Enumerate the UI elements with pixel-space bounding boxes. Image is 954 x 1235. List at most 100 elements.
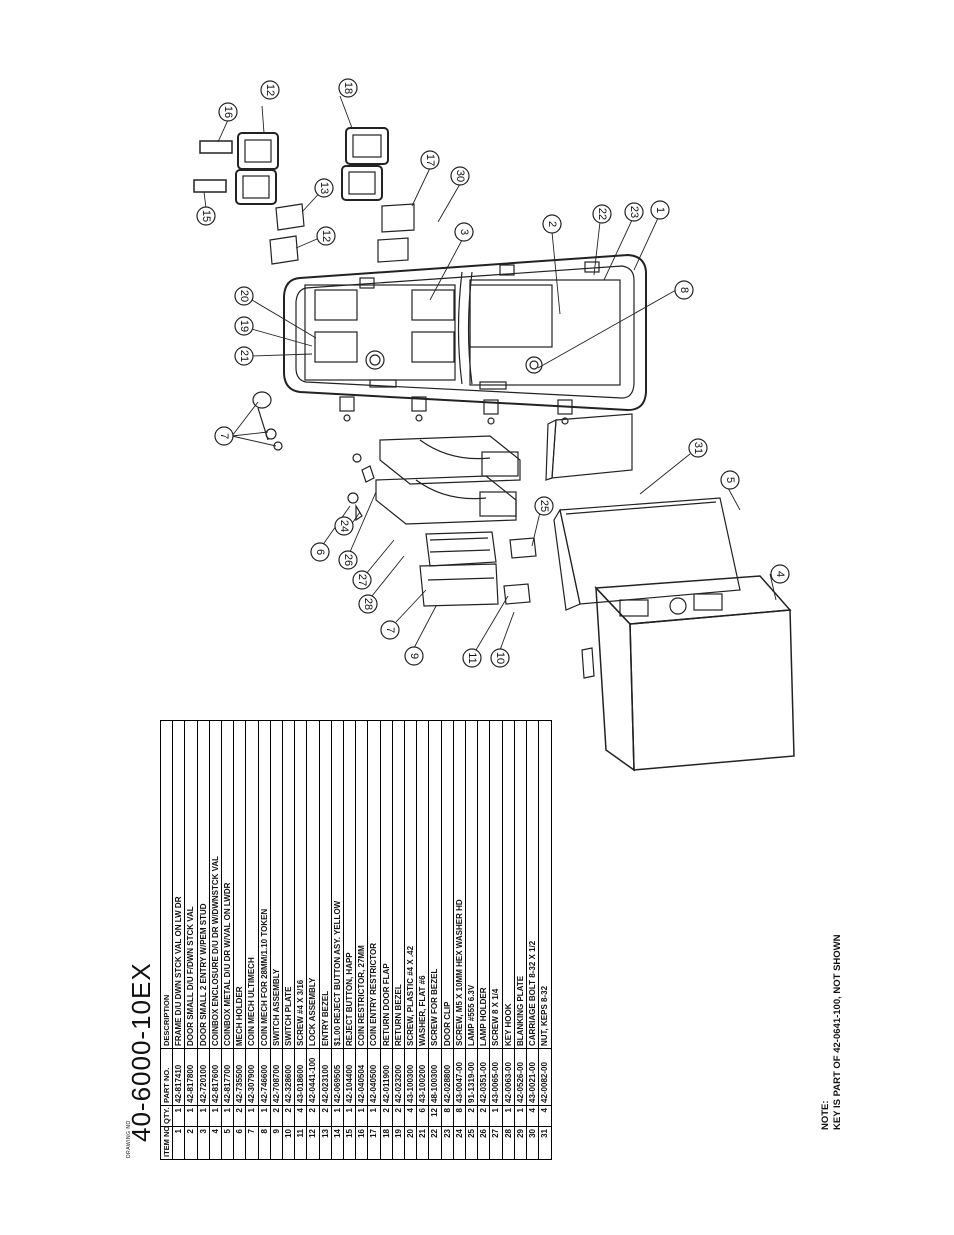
lamp-holders: [347, 453, 375, 522]
cell-description: DOOR CLIP: [441, 720, 454, 1049]
cell-item-no: 21: [416, 1126, 429, 1160]
cell-part-no: 42-104400: [343, 1048, 356, 1106]
callout-number: 12: [264, 84, 276, 96]
cell-qty: 1: [172, 1105, 185, 1127]
cell-description: COIN ENTRY RESTRICTOR: [367, 720, 381, 1049]
drawing-number: 40-6000-10EX: [126, 962, 156, 1142]
note-title: NOTE:: [820, 1100, 831, 1130]
callout-number: 30: [454, 170, 466, 182]
callout-number: 9: [408, 653, 420, 659]
cell-qty: 1: [367, 1105, 381, 1127]
cell-part-no: 42-040504: [355, 1048, 368, 1106]
cell-part-no: 48-100300: [428, 1048, 442, 1106]
cell-description: COIN MECH ULTIMECH: [245, 720, 259, 1049]
cell-qty: 8: [453, 1105, 466, 1127]
cell-item-no: 4: [209, 1126, 222, 1160]
cell-qty: 12: [428, 1105, 442, 1127]
cell-item-no: 10: [282, 1126, 295, 1160]
cell-qty: 4: [294, 1105, 307, 1127]
header-description: DESCRIPTION: [160, 720, 173, 1049]
callout-number: 24: [338, 520, 350, 532]
cell-item-no: 8: [258, 1126, 271, 1160]
cell-part-no: 42-0441-100: [306, 1048, 320, 1106]
cell-item-no: 16: [355, 1126, 368, 1160]
parts-table-header: ITEM NO. QTY. PART NO. DESCRIPTION: [160, 720, 173, 1160]
cell-description: REJECT BUTTON, HAPP: [343, 720, 356, 1049]
cell-description: SWITCH PLATE: [282, 720, 295, 1049]
callout-number: 19: [238, 320, 250, 332]
callout-number: 4: [774, 571, 786, 577]
header-part-no: PART NO.: [160, 1048, 173, 1106]
cell-part-no: 42-0063-00: [502, 1048, 515, 1106]
cell-description: MECH HOLDER: [233, 720, 246, 1049]
cell-description: CARRIAGE BOLT 8-32 X 1/2: [526, 720, 539, 1049]
cell-item-no: 28: [502, 1126, 515, 1160]
cell-part-no: 42-307900: [245, 1048, 259, 1106]
bezel-parts: [193, 127, 415, 265]
callout-number: 10: [494, 652, 506, 664]
cell-qty: 6: [416, 1105, 429, 1127]
callout-number: 1: [654, 207, 666, 213]
callout-number: 22: [596, 208, 608, 220]
cell-part-no: 42-817410: [172, 1048, 185, 1106]
cell-qty: 1: [245, 1105, 259, 1127]
mech-holders: [375, 435, 521, 525]
cell-item-no: 2: [184, 1126, 198, 1160]
cell-description: SCREW, M5 X 10MM HEX WASHER HD: [453, 720, 466, 1049]
callout-number: 16: [222, 106, 234, 118]
cell-item-no: 5: [221, 1126, 234, 1160]
cell-part-no: 42-023100: [319, 1048, 332, 1106]
title-block: DRAWING NO 40-6000-10EX: [120, 720, 160, 1160]
cell-description: LAMP HOLDER: [477, 720, 490, 1049]
cell-description: WASHER, FLAT #6: [416, 720, 429, 1049]
cell-qty: 2: [306, 1105, 320, 1127]
cell-part-no: 42-735500: [233, 1048, 246, 1106]
cell-description: COIN MECH FOR 28MM/1.10 TOKEN: [258, 720, 271, 1049]
cell-qty: 1: [514, 1105, 527, 1127]
cell-qty: 1: [184, 1105, 198, 1127]
leader-lines: [203, 95, 777, 651]
cell-part-no: 91-1319-00: [465, 1048, 478, 1106]
cell-qty: 2: [270, 1105, 283, 1127]
callout-number: 25: [538, 500, 550, 512]
cell-qty: 4: [538, 1105, 551, 1127]
cell-item-no: 15: [343, 1126, 356, 1160]
cell-item-no: 22: [428, 1126, 442, 1160]
callout-number: 17: [424, 154, 436, 166]
cell-part-no: 43-0047-00: [453, 1048, 466, 1106]
coinbox-enclosure: [581, 575, 795, 772]
cell-qty: 2: [233, 1105, 246, 1127]
frame-part: [283, 253, 647, 412]
cell-qty: 1: [489, 1105, 503, 1127]
callout-number: 8: [678, 287, 690, 293]
cell-qty: 1: [331, 1105, 344, 1127]
callout-number: 2: [546, 221, 558, 227]
cell-part-no: 43-100300: [404, 1048, 417, 1106]
cell-qty: 1: [502, 1105, 515, 1127]
cell-description: RETURN DOOR FLAP: [380, 720, 393, 1049]
drawing-note: NOTE: KEY IS PART OF 42-0641-100, NOT SH…: [820, 934, 844, 1130]
cell-part-no: 43-018600: [294, 1048, 307, 1106]
cell-part-no: 42-023200: [392, 1048, 405, 1106]
cell-qty: 8: [441, 1105, 454, 1127]
